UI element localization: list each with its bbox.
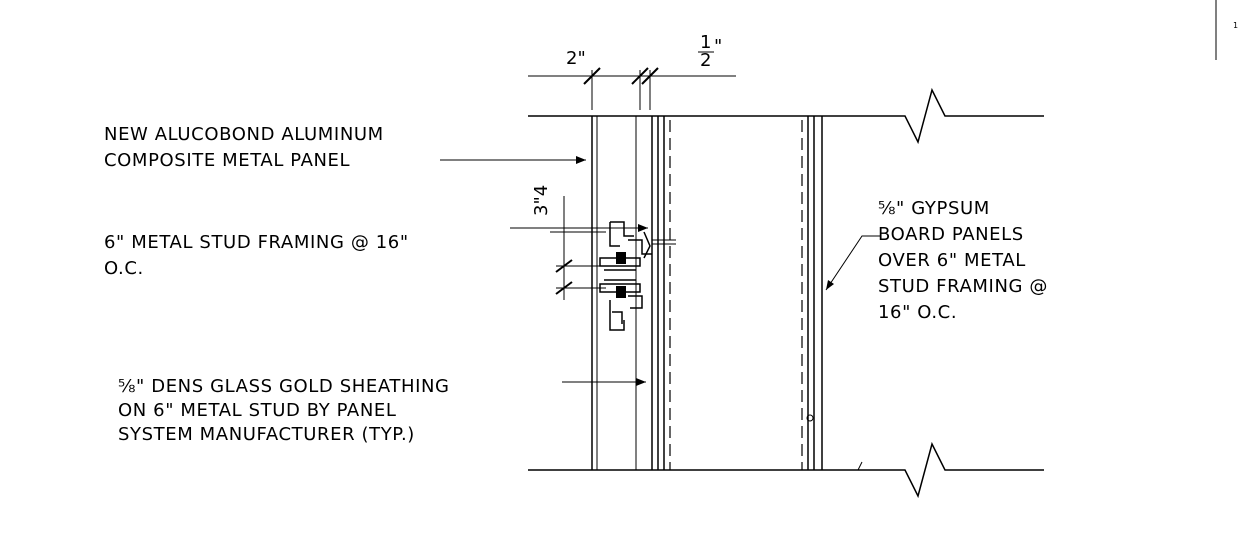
note-dens-glass: ⅝" DENS GLASS GOLD SHEATHING ON 6" METAL… [118, 376, 456, 445]
bottom-break-line [528, 441, 1044, 499]
vertical-dimension: 3"4 [531, 185, 606, 300]
panel-clip-assembly [599, 221, 676, 331]
note-metal-stud: 6" METAL STUD FRAMING @ 16" O.C. [104, 232, 415, 279]
bottom-tick-mark [857, 461, 863, 471]
alucobond-panel [591, 116, 598, 470]
top-break-line [528, 87, 1044, 145]
dim-2in: 2" [566, 48, 586, 69]
hidden-stud-lines [669, 120, 803, 470]
dim-half-den: 2 [700, 50, 711, 71]
note-alucobond: NEW ALUCOBOND ALUMINUM COMPOSITE METAL P… [104, 124, 390, 171]
dim-half-inch-mark: " [714, 36, 722, 57]
stud-framing-lines [635, 116, 665, 470]
top-dimension-string: 2" 1 2 " [528, 32, 736, 110]
vertical-dim-text: 3"4 [531, 185, 552, 216]
gypsum-board-lines [806, 116, 823, 470]
corner-mark: 1 [1233, 21, 1238, 30]
note-gypsum: ⅝" GYPSUM BOARD PANELS OVER 6" METAL STU… [878, 198, 1054, 323]
dim-half-num: 1 [700, 32, 711, 53]
leader-lines [440, 156, 880, 386]
